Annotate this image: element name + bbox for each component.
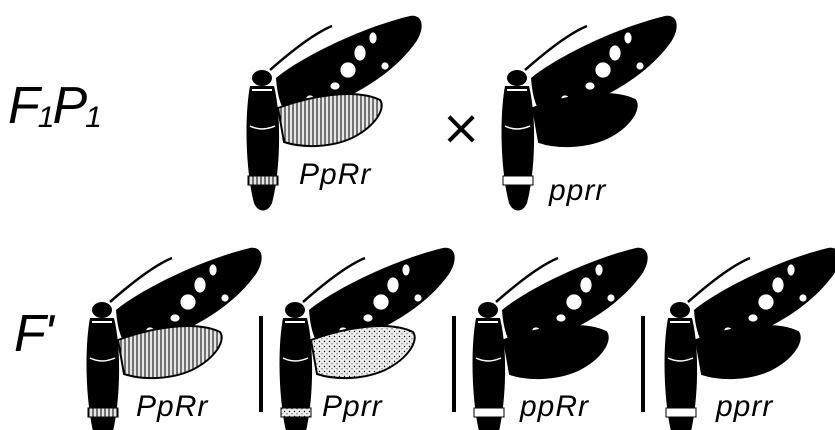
wing-spot — [748, 314, 758, 322]
genotype-label: Pprr — [322, 390, 383, 424]
separator-line — [641, 316, 645, 412]
wing-spot — [170, 314, 180, 322]
thorax-abdomen — [502, 86, 535, 211]
genotype-label: ppRr — [520, 390, 589, 424]
wing-spot — [194, 277, 206, 293]
wing-spot — [180, 294, 196, 310]
wing-spot — [607, 294, 615, 302]
wing-spot — [330, 82, 340, 90]
row-label-f-prime: F' — [14, 304, 52, 364]
wing-spot — [609, 45, 621, 61]
wing-spot — [772, 277, 784, 293]
wing-spot — [566, 294, 582, 310]
wing-spot — [354, 45, 366, 61]
wing-spot — [381, 62, 389, 70]
wing-spot — [209, 264, 217, 276]
abdominal-band — [666, 408, 696, 417]
genotype-label: PpRr — [299, 158, 371, 192]
head — [478, 302, 498, 318]
hindwing — [118, 326, 222, 378]
wing-spot — [758, 294, 774, 310]
wing-spot — [363, 314, 373, 322]
genotype-label: PpRr — [136, 390, 208, 424]
wing-spot — [624, 32, 632, 44]
head — [670, 302, 690, 318]
wing-spot — [585, 82, 595, 90]
wing-spot — [556, 314, 566, 322]
wing-spot — [580, 277, 592, 293]
wing-spot — [221, 294, 229, 302]
wing-spot — [799, 294, 807, 302]
abdominal-band — [248, 176, 278, 185]
head — [507, 70, 527, 86]
row-label-f1p1: F1P1 — [8, 76, 100, 136]
wing-spot — [595, 264, 603, 276]
abdominal-band — [281, 408, 311, 417]
separator-line — [452, 316, 456, 412]
wing-spot — [414, 294, 422, 302]
wing-spot — [595, 62, 611, 78]
head — [92, 302, 112, 318]
genotype-label: pprr — [549, 174, 606, 208]
hindwing — [311, 326, 415, 378]
wing-spot — [373, 294, 389, 310]
wing-spot — [636, 62, 644, 70]
cross-symbol: × — [441, 104, 481, 152]
wing-spot — [787, 264, 795, 276]
genotype-label: pprr — [716, 390, 773, 424]
abdominal-band — [503, 176, 533, 185]
head — [252, 70, 272, 86]
wing-spot — [340, 62, 356, 78]
hindwing — [504, 326, 608, 378]
abdominal-band — [88, 408, 118, 417]
wing-spot — [369, 32, 377, 44]
hindwing — [696, 326, 800, 378]
hindwing — [278, 94, 382, 146]
thorax-abdomen — [247, 86, 280, 211]
hindwing — [533, 94, 637, 146]
wing-spot — [387, 277, 399, 293]
wing-spot — [402, 264, 410, 276]
separator-line — [259, 316, 263, 412]
abdominal-band — [474, 408, 504, 417]
head — [285, 302, 305, 318]
